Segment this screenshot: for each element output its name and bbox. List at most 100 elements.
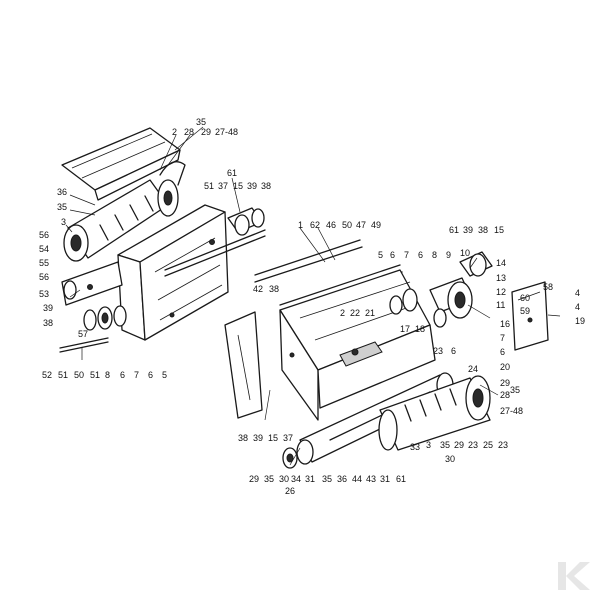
callout-30-a: 30 xyxy=(445,454,455,464)
callout-7-b: 7 xyxy=(404,250,409,260)
callout-47: 50 xyxy=(342,220,352,230)
callout-29-a: 29 xyxy=(201,127,211,137)
callout-labels: 35 2 28 29 27-48 61 51 37 15 39 38 36 35… xyxy=(39,117,585,496)
callout-50-a: 51 xyxy=(58,370,68,380)
callout-24: 24 xyxy=(468,364,478,374)
callout-57: 57 xyxy=(78,329,88,339)
callout-33-c: 35 xyxy=(440,440,450,450)
callout-31-b: 31 xyxy=(380,474,390,484)
callout-33-b: 35 xyxy=(510,385,520,395)
callout-56-a: 56 xyxy=(39,230,49,240)
callout-10: 10 xyxy=(460,248,470,258)
callout-39-d: 39 xyxy=(253,433,263,443)
right-auger-tube xyxy=(378,375,491,451)
left-bearing-group xyxy=(59,305,127,353)
callout-8-b: 8 xyxy=(432,250,437,260)
callout-14: 14 xyxy=(496,258,506,268)
callout-38-a: 38 xyxy=(261,181,271,191)
left-gearbox-bracket xyxy=(61,261,123,306)
callout-38-b: 38 xyxy=(43,318,53,328)
callout-6-d: 6 xyxy=(418,250,423,260)
callout-35: 35 xyxy=(57,202,67,212)
callout-30-b: 30 xyxy=(279,474,289,484)
callout-18: 18 xyxy=(415,324,425,334)
callout-38-e: 38 xyxy=(238,433,248,443)
right-motor xyxy=(459,251,493,277)
callout-6-b: 6 xyxy=(148,370,153,380)
callout-39-a: 39 xyxy=(247,181,257,191)
callout-23-b: 23 xyxy=(468,440,478,450)
callout-28-a: 28 xyxy=(184,127,194,137)
callout-46: 49 xyxy=(371,220,381,230)
callout-55: 55 xyxy=(39,258,49,268)
callout-42: 43 xyxy=(366,474,376,484)
callout-20: 20 xyxy=(500,362,510,372)
callout-29-c: 29 xyxy=(454,440,464,450)
callout-4-b: 4 xyxy=(575,302,580,312)
callout-2-b: 2 xyxy=(340,308,345,318)
brand-logo xyxy=(558,562,590,590)
callout-61-b: 61 xyxy=(449,225,459,235)
callout-49: 50 xyxy=(74,370,84,380)
left-hopper-lid xyxy=(61,127,181,201)
callout-37-b: 37 xyxy=(283,433,293,443)
callout-44: 46 xyxy=(326,220,336,230)
callout-15-a: 15 xyxy=(233,181,243,191)
callout-38-c: 38 xyxy=(269,284,279,294)
callout-9: 9 xyxy=(446,250,451,260)
callout-28-b: 28 xyxy=(500,390,510,400)
callout-31-a: 31 xyxy=(305,474,315,484)
callout-61-c: 61 xyxy=(396,474,406,484)
callout-27-48-b: 27-48 xyxy=(500,406,523,416)
callout-6-a: 6 xyxy=(120,370,125,380)
callout-39-b: 39 xyxy=(43,303,53,313)
callout-38-d: 38 xyxy=(478,225,488,235)
callout-6-f: 6 xyxy=(451,346,456,356)
callout-60: 60 xyxy=(520,293,530,303)
callout-40: 42 xyxy=(253,284,263,294)
callout-59: 58 xyxy=(543,282,553,292)
callout-34: 34 xyxy=(291,474,301,484)
callout-7-a: 7 xyxy=(134,370,139,380)
callout-22: 22 xyxy=(350,308,360,318)
callout-12: 12 xyxy=(496,287,506,297)
callout-36: 36 xyxy=(57,187,67,197)
callout-13: 13 xyxy=(496,273,506,283)
callout-16: 16 xyxy=(500,319,510,329)
callout-6-c: 6 xyxy=(390,250,395,260)
callout-51: 52 xyxy=(42,370,52,380)
callout-50-b: 51 xyxy=(90,370,100,380)
callout-33-a: 35 xyxy=(196,117,206,127)
callout-54: 54 xyxy=(39,244,49,254)
callout-3-b: 3 xyxy=(426,440,431,450)
callout-62: 62 xyxy=(310,220,320,230)
callout-29-d: 29 xyxy=(249,474,259,484)
callout-8-a: 8 xyxy=(105,370,110,380)
callout-35-b: 35 xyxy=(322,474,332,484)
callout-2-a: 2 xyxy=(172,127,177,137)
callout-25: 25 xyxy=(483,440,493,450)
right-cover-plate xyxy=(511,281,549,351)
callout-5-a: 5 xyxy=(162,370,167,380)
callout-26: 26 xyxy=(285,486,295,496)
callout-43: 44 xyxy=(352,474,362,484)
callout-3-a: 3 xyxy=(61,217,66,227)
callout-15-b: 15 xyxy=(494,225,504,235)
left-motor xyxy=(227,207,265,236)
callout-53: 53 xyxy=(39,289,49,299)
callout-17: 17 xyxy=(400,324,410,334)
callout-33-d: 35 xyxy=(264,474,274,484)
right-side-panel xyxy=(224,311,263,419)
callout-52: 51 xyxy=(204,181,214,191)
left-shaft-rod xyxy=(164,229,266,277)
callout-6-e: 6 xyxy=(500,347,505,357)
callout-23-c: 23 xyxy=(498,440,508,450)
callout-58: 59 xyxy=(520,306,530,316)
callout-27-48-a: 27-48 xyxy=(215,127,238,137)
callout-56-b: 56 xyxy=(39,272,49,282)
left-pulley xyxy=(157,161,186,217)
callout-61-a: 61 xyxy=(227,168,237,178)
callout-7-c: 7 xyxy=(500,333,505,343)
callout-19: 19 xyxy=(575,316,585,326)
